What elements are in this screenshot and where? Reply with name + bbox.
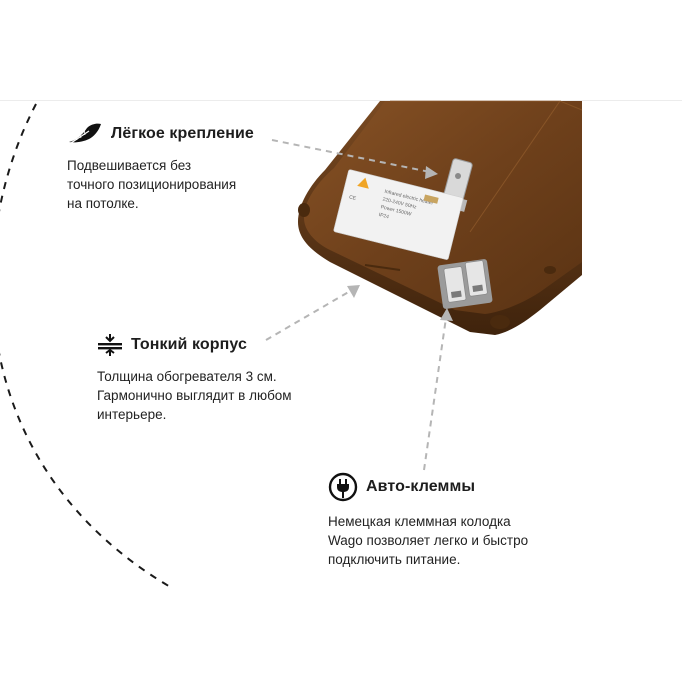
heater-body: CE Infrared electric heater 220-240V 50H… (298, 100, 583, 335)
arrow-clamp (423, 317, 447, 471)
arrow-slim-head (347, 285, 360, 298)
wago-clamp-block (437, 259, 493, 309)
label-sticker: CE Infrared electric heater 220-240V 50H… (333, 169, 464, 260)
feature-mount-line-2: точного позиционирования (67, 177, 237, 192)
feature-slim-title: Тонкий корпус (131, 336, 248, 353)
arrow-mount (271, 139, 431, 173)
feature-mount-header: Лёгкое крепление (67, 122, 254, 146)
feature-mount-line-3: на потолке. (67, 196, 139, 211)
arrow-mount-head (425, 166, 438, 179)
dashed-arc (0, 103, 173, 589)
feature-slim-line-3: интерьере. (97, 407, 167, 422)
feature-clamp-line-1: Немецкая клеммная колодка (328, 514, 511, 529)
feature-clamp-description: Немецкая клеммная колодка Wago позволяет… (328, 512, 528, 569)
feature-clamp-header: Авто-клеммы (328, 472, 528, 502)
svg-text:IP24: IP24 (378, 212, 390, 220)
feature-slim-description: Толщина обогревателя 3 см. Гармонично вы… (97, 367, 292, 424)
feature-slim-header: Тонкий корпус (97, 333, 292, 357)
feature-mount-description: Подвешивается без точного позиционирован… (67, 156, 254, 213)
top-divider (0, 100, 682, 101)
feature-mount-line-1: Подвешивается без (67, 158, 192, 173)
feature-slim-line-1: Толщина обогревателя 3 см. (97, 369, 277, 384)
feature-clamp-title: Авто-клеммы (366, 478, 476, 495)
feature-mount-title: Лёгкое крепление (111, 125, 254, 142)
feature-clamp: Авто-клеммы Немецкая клеммная колодка Wa… (328, 472, 528, 569)
feature-mount: Лёгкое крепление Подвешивается без точно… (67, 122, 254, 213)
plug-icon (328, 472, 358, 502)
svg-text:CE: CE (348, 194, 357, 202)
feature-slim: Тонкий корпус Толщина обогревателя 3 см.… (97, 333, 292, 424)
feature-slim-line-2: Гармонично выглядит в любом (97, 388, 292, 403)
arrow-slim (265, 289, 353, 341)
arrow-clamp-head (440, 308, 453, 321)
feature-clamp-line-2: Wago позволяет легко и быстро (328, 533, 529, 548)
feather-icon (67, 122, 103, 146)
compress-icon (97, 333, 123, 357)
feature-clamp-line-3: подключить питание. (328, 552, 461, 567)
